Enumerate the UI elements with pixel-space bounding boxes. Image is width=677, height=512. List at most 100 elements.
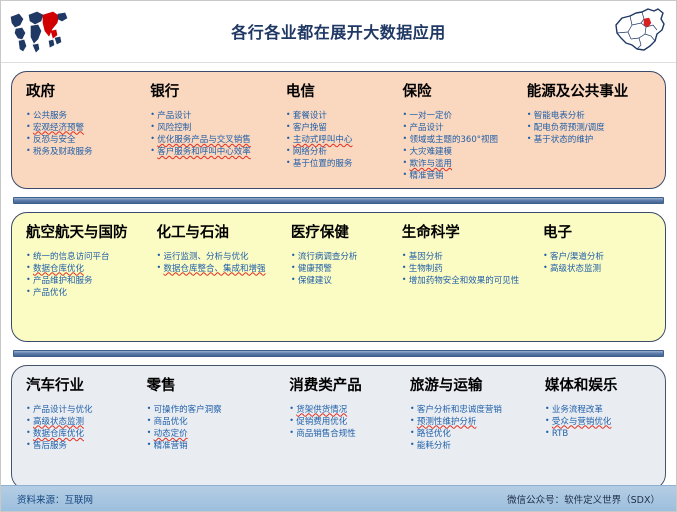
list-item: 网络分析	[286, 145, 397, 158]
column-bullets: 产品设计 风险控制 优化服务产品与交叉销售 客户服务和呼叫中心效率	[150, 109, 280, 158]
list-item: 预测性维护分析	[410, 415, 539, 428]
list-item: 受众与营销优化	[545, 415, 645, 428]
column-insurance: 保险 一对一定价 产品设计 领域或主题的360°视图 大灾难建模 欺诈与滥用 精…	[403, 84, 527, 182]
page-title: 各行各业都在展开大数据应用	[231, 23, 446, 42]
band-divider-1	[13, 197, 664, 204]
list-item: 一对一定价	[403, 109, 521, 122]
list-item: 商品优化	[147, 415, 284, 428]
list-item: 运行监测、分析与优化	[156, 250, 284, 263]
list-item: 客户分析和忠诚度营销	[410, 403, 539, 416]
column-title: 航空航天与国防	[26, 225, 128, 241]
list-item: 精准营销	[403, 169, 521, 182]
band-yellow: 航空航天与国防 统一的信息访问平台 数据仓库优化 产品维护和服务 产品优化 化工…	[11, 212, 666, 342]
list-item: 高级状态监测	[543, 262, 645, 275]
list-item: 健康预警	[291, 262, 396, 275]
column-title: 媒体和娱乐	[544, 378, 618, 394]
list-item: 精准营销	[147, 439, 284, 452]
list-item: 增加药物安全和效果的可见性	[402, 274, 537, 287]
list-item: 套餐设计	[286, 109, 397, 122]
column-title: 政府	[26, 84, 55, 100]
list-item: 领域或主题的360°视图	[403, 133, 521, 146]
list-item: 产品设计	[150, 109, 280, 122]
column-bullets: 统一的信息访问平台 数据仓库优化 产品维护和服务 产品优化	[26, 250, 150, 299]
list-item: 税务及财政服务	[26, 145, 144, 158]
list-item: 可操作的客户洞察	[147, 403, 284, 416]
list-item: 主动式呼叫中心	[286, 133, 397, 146]
wechat-account-label: 微信公众号：软件定义世界（SDX）	[507, 494, 660, 506]
list-item: 流行病调查分析	[291, 250, 396, 263]
column-retail: 零售 可操作的客户洞察 商品优化 动态定价 精准营销	[147, 378, 290, 452]
list-item: 高级状态监测	[26, 415, 141, 428]
list-item: 统一的信息访问平台	[26, 250, 150, 263]
world-map-icon	[7, 5, 71, 61]
column-electronics: 电子 客户/渠道分析 高级状态监测	[543, 225, 651, 275]
list-item: 客户/渠道分析	[543, 250, 645, 263]
column-title: 保险	[402, 84, 432, 100]
list-item: 数据仓库整合、集成和增强	[156, 262, 284, 275]
list-item: 基于位置的服务	[286, 157, 397, 170]
band-orange: 政府 公共服务 宏观经济预警 反恐与安全 税务及财政服务 银行 产品设计 风险控…	[11, 71, 666, 189]
column-healthcare: 医疗保健 流行病调查分析 健康预警 保健建议	[291, 225, 402, 287]
column-bullets: 货架供货情况 促销费用优化 商品销售合规性	[289, 403, 404, 440]
column-bullets: 客户分析和忠诚度营销 预测性维护分析 路径优化 能耗分析	[410, 403, 539, 452]
column-title: 消费类产品	[289, 378, 362, 394]
list-item: 产品优化	[26, 286, 150, 299]
column-bullets: 一对一定价 产品设计 领域或主题的360°视图 大灾难建模 欺诈与滥用 精准营销	[403, 109, 521, 182]
slide-body: 政府 公共服务 宏观经济预警 反恐与安全 税务及财政服务 银行 产品设计 风险控…	[1, 71, 676, 490]
column-aerospace-defense: 航空航天与国防 统一的信息访问平台 数据仓库优化 产品维护和服务 产品优化	[26, 225, 156, 299]
band-blue: 汽车行业 产品设计与优化 高级状态监测 数据仓库优化 售后服务 零售 可操作的客…	[11, 365, 666, 490]
list-item: 客户挽留	[286, 121, 397, 134]
list-item: 优化服务产品与交叉销售	[150, 133, 280, 146]
column-title: 医疗保健	[290, 225, 349, 241]
column-bullets: 流行病调查分析 健康预警 保健建议	[291, 250, 396, 287]
column-media-entertainment: 媒体和娱乐 业务流程改革 受众与营销优化 RTB	[545, 378, 651, 440]
list-item: 基于状态的维护	[527, 133, 645, 146]
column-title: 能源及公共事业	[526, 84, 629, 100]
list-item: 业务流程改革	[545, 403, 645, 416]
list-item: 反恐与安全	[26, 133, 144, 146]
column-bullets: 基因分析 生物制药 增加药物安全和效果的可见性	[402, 250, 537, 287]
column-bullets: 套餐设计 客户挽留 主动式呼叫中心 网络分析 基于位置的服务	[286, 109, 397, 170]
column-bullets: 公共服务 宏观经济预警 反恐与安全 税务及财政服务	[26, 109, 144, 158]
list-item: 货架供货情况	[289, 403, 404, 416]
list-item: 保健建议	[291, 274, 396, 287]
column-title: 零售	[146, 378, 176, 394]
list-item: 客户服务和呼叫中心效率	[150, 145, 280, 158]
list-item: 数据仓库优化	[26, 427, 141, 440]
column-energy-utilities: 能源及公共事业 智能电表分析 配电负荷预测/调度 基于状态的维护	[527, 84, 651, 146]
list-item: 产品维护和服务	[26, 274, 150, 287]
list-item: 能耗分析	[410, 439, 539, 452]
slide-footer: 资料来源：互联网 微信公众号：软件定义世界（SDX）	[1, 485, 676, 511]
column-bullets: 客户/渠道分析 高级状态监测	[543, 250, 645, 275]
list-item: 商品销售合规性	[289, 427, 404, 440]
list-item: 数据仓库优化	[26, 262, 150, 275]
column-consumer-products: 消费类产品 货架供货情况 促销费用优化 商品销售合规性	[289, 378, 410, 440]
list-item: 智能电表分析	[527, 109, 645, 122]
china-map-icon	[608, 5, 670, 61]
list-item: 产品设计与优化	[26, 403, 141, 416]
source-label: 资料来源：互联网	[17, 494, 94, 506]
column-title: 汽车行业	[26, 378, 84, 394]
column-telecom: 电信 套餐设计 客户挽留 主动式呼叫中心 网络分析 基于位置的服务	[286, 84, 403, 170]
column-bullets: 运行监测、分析与优化 数据仓库整合、集成和增强	[156, 250, 284, 275]
column-title: 电子	[543, 225, 573, 241]
list-item: 产品设计	[403, 121, 521, 134]
column-bullets: 可操作的客户洞察 商品优化 动态定价 精准营销	[147, 403, 284, 452]
column-title: 银行	[150, 84, 180, 100]
list-item: 售后服务	[26, 439, 141, 452]
column-life-sciences: 生命科学 基因分析 生物制药 增加药物安全和效果的可见性	[402, 225, 543, 287]
column-banking: 银行 产品设计 风险控制 优化服务产品与交叉销售 客户服务和呼叫中心效率	[150, 84, 286, 158]
list-item: 生物制药	[402, 262, 537, 275]
list-item: 宏观经济预警	[26, 121, 144, 134]
band-divider-2	[13, 350, 664, 357]
column-automotive: 汽车行业 产品设计与优化 高级状态监测 数据仓库优化 售后服务	[26, 378, 147, 452]
column-chemical-petroleum: 化工与石油 运行监测、分析与优化 数据仓库整合、集成和增强	[156, 225, 290, 275]
list-item: 欺诈与滥用	[403, 157, 521, 170]
list-item: 配电负荷预测/调度	[527, 121, 645, 134]
column-title: 电信	[285, 84, 315, 100]
list-item: 促销费用优化	[289, 415, 404, 428]
column-travel-transport: 旅游与运输 客户分析和忠诚度营销 预测性维护分析 路径优化 能耗分析	[410, 378, 545, 452]
slide-header: 各行各业都在展开大数据应用	[1, 1, 676, 63]
list-item: 公共服务	[26, 109, 144, 122]
